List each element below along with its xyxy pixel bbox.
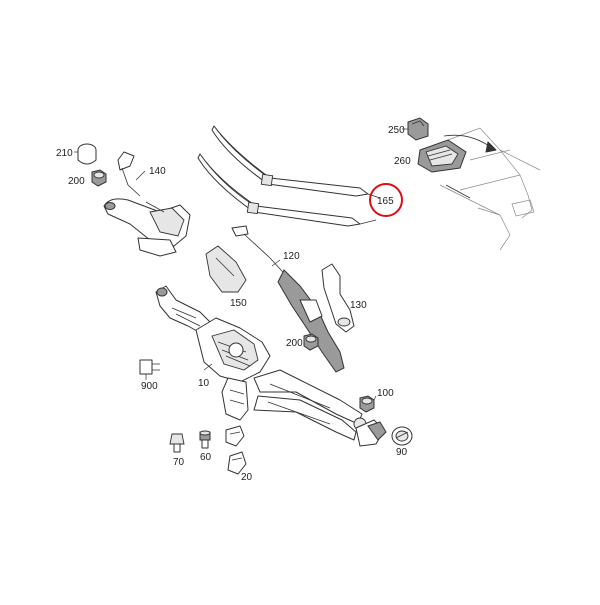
part-140-wiper-arm-left xyxy=(103,151,191,257)
part-60-screw xyxy=(199,430,211,449)
label-200-top: 200 xyxy=(68,176,85,187)
label-200-mid: 200 xyxy=(286,338,303,349)
label-210: 210 xyxy=(56,148,73,159)
part-200-nut-top xyxy=(91,169,107,187)
wiper-blades xyxy=(197,125,381,227)
part-260-cover xyxy=(417,134,497,199)
part-900-connector xyxy=(139,359,160,380)
label-250: 250 xyxy=(388,125,405,136)
part-10-linkage-motor xyxy=(155,285,387,447)
label-120: 120 xyxy=(283,251,300,262)
part-90-cap xyxy=(391,426,413,446)
part-20-bracket xyxy=(225,425,247,475)
part-120-wiper-arm-right xyxy=(231,225,345,373)
label-100: 100 xyxy=(377,388,394,399)
part-130-bracket xyxy=(321,263,355,333)
part-250-clip xyxy=(402,117,429,141)
part-210-cap xyxy=(74,143,97,165)
label-165: 165 xyxy=(377,196,394,207)
label-130: 130 xyxy=(350,300,367,311)
label-20: 20 xyxy=(241,472,253,483)
part-200-nut-mid xyxy=(303,333,319,351)
label-900: 900 xyxy=(141,381,158,392)
label-10: 10 xyxy=(198,378,210,389)
callout-labels: 210 200 140 250 260 165 120 150 130 200 … xyxy=(56,125,411,483)
vehicle-outline xyxy=(439,127,541,251)
part-70-bolt xyxy=(169,433,185,453)
label-140: 140 xyxy=(149,166,166,177)
label-70: 70 xyxy=(173,457,185,468)
label-60: 60 xyxy=(200,452,212,463)
label-260: 260 xyxy=(394,156,411,167)
part-100-nut xyxy=(359,395,377,413)
highlight-ring-165 xyxy=(369,183,403,217)
label-150: 150 xyxy=(230,298,247,309)
label-90: 90 xyxy=(396,447,408,458)
part-150-cover xyxy=(205,245,247,293)
